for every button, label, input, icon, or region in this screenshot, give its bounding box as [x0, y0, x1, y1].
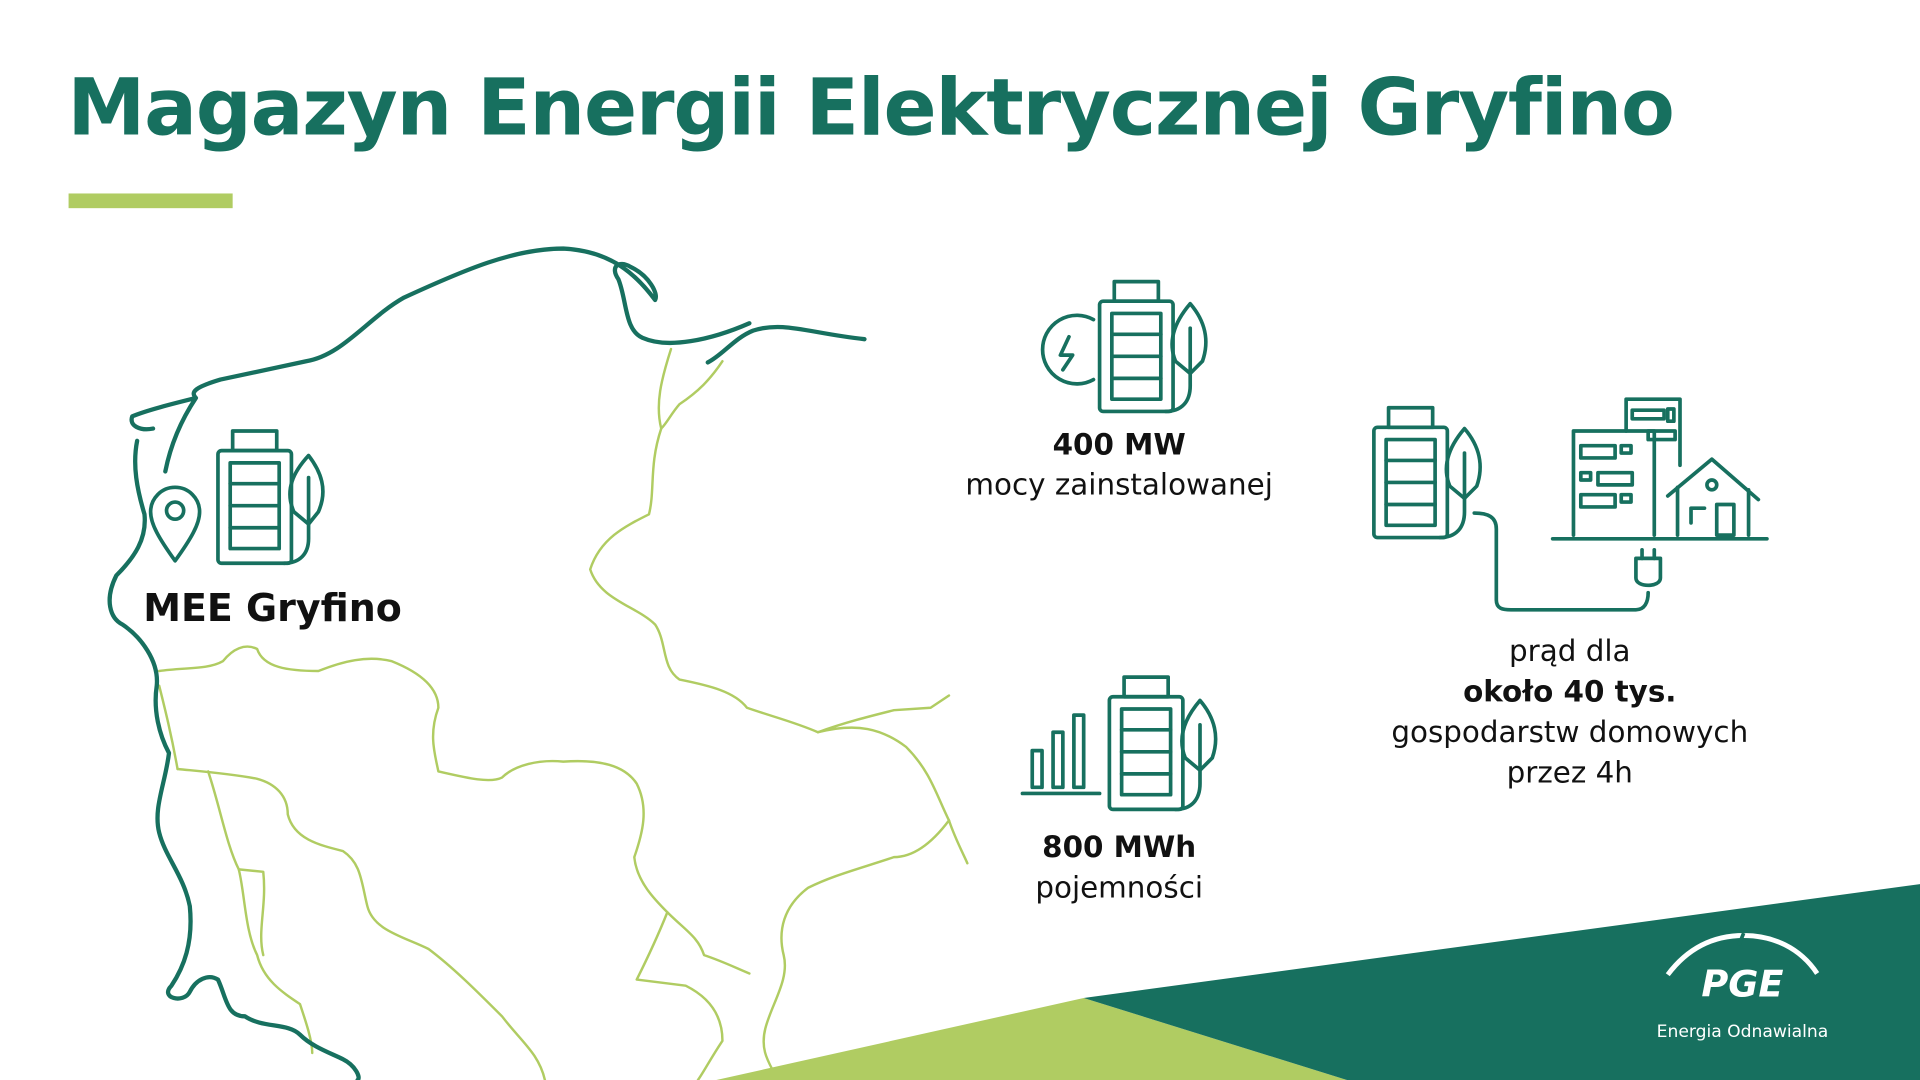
- households-line-1: prąd dla: [1509, 634, 1631, 668]
- location-label: MEE Gryfino: [143, 586, 402, 630]
- voivodeship-borders: [157, 347, 969, 1080]
- coastline-border: [107, 246, 867, 1080]
- battery-leaf-icon: [216, 429, 325, 566]
- households-line-4: przez 4h: [1507, 755, 1633, 789]
- battery-leaf-bars-icon: [1020, 675, 1218, 812]
- location-pin-icon: [148, 485, 202, 563]
- stat-power-label: mocy zainstalowanej: [965, 468, 1272, 502]
- households-line-2: około 40 tys.: [1463, 675, 1676, 709]
- pge-logo: PGE Energia Odnawialna: [1657, 932, 1829, 1042]
- brand-subtitle: Energia Odnawialna: [1657, 1022, 1829, 1042]
- households-line-3: gospodarstw domowych: [1391, 715, 1748, 749]
- map: [107, 246, 969, 1080]
- footer-accent-shape: [716, 997, 1347, 1080]
- battery-leaf-bolt-icon: [1040, 279, 1208, 414]
- title-underline: [68, 193, 233, 209]
- page-title: Magazyn Energii Elektrycznej Gryfino: [67, 63, 1673, 154]
- footer-primary-shape: [1083, 884, 1920, 1080]
- stat-capacity-label: pojemności: [1035, 871, 1203, 905]
- pge-logo-text: PGE: [1701, 963, 1783, 1006]
- battery-to-buildings-icon: [1372, 397, 1769, 612]
- stat-capacity-value: 800 MWh: [1042, 830, 1196, 864]
- stat-power-value: 400 MW: [1053, 427, 1186, 461]
